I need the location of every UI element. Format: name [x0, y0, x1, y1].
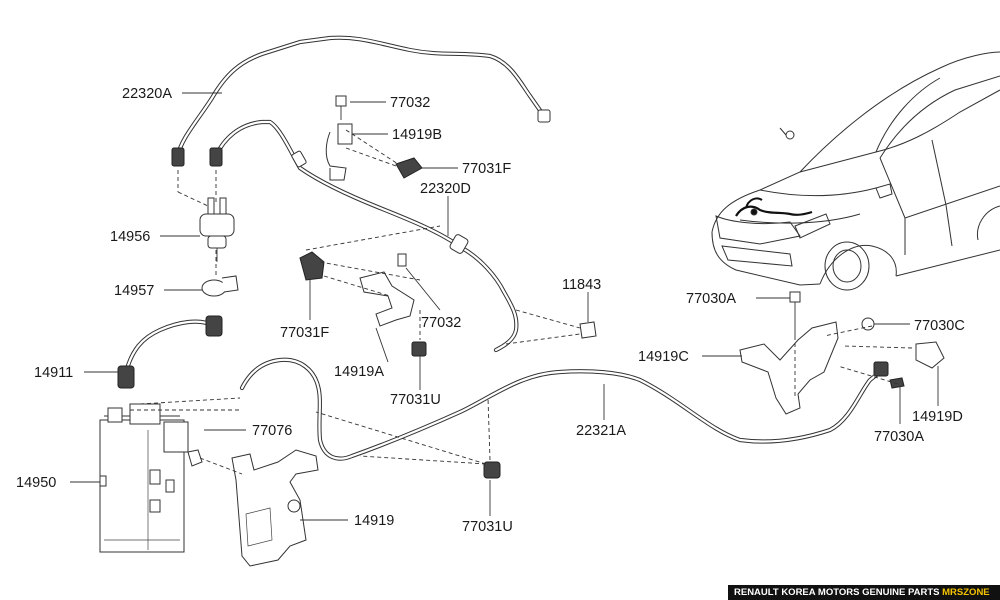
- watermark-text: RENAULT KOREA MOTORS GENUINE PARTS: [734, 587, 943, 598]
- label-14919D: 14919D: [912, 409, 963, 425]
- bracket-14919C-group: [739, 291, 945, 415]
- clip-11843: [579, 321, 597, 339]
- label-22320D: 22320D: [420, 181, 471, 197]
- label-77032-top: 77032: [390, 95, 430, 111]
- label-14950: 14950: [16, 475, 56, 491]
- label-77032-mid: 77032: [421, 315, 461, 331]
- canister-14950: [99, 403, 189, 553]
- leader-lines: [70, 92, 939, 521]
- label-14919C: 14919C: [638, 349, 689, 365]
- vehicle-illustration: [711, 51, 1000, 291]
- watermark-banner: RENAULT KOREA MOTORS GENUINE PARTS MRSZO…: [728, 585, 1000, 600]
- label-77030A-bottom: 77030A: [874, 429, 924, 445]
- bracket-14919: [231, 449, 319, 567]
- ring-14957: [201, 275, 239, 297]
- label-22320A: 22320A: [122, 86, 172, 102]
- label-14919B: 14919B: [392, 127, 442, 143]
- label-77031F-mid: 77031F: [280, 325, 329, 341]
- label-14919A: 14919A: [334, 364, 384, 380]
- hose-14911: [123, 319, 217, 375]
- label-77031U-mid: 77031U: [390, 392, 441, 408]
- part-number-labels: 22320A 77032 14919B 77031F 22320D 14956 …: [16, 86, 965, 535]
- label-14956: 14956: [110, 229, 150, 245]
- valve-14956: [199, 197, 235, 262]
- label-77076: 77076: [252, 423, 292, 439]
- clip-77076: [187, 449, 203, 467]
- label-14957: 14957: [114, 283, 154, 299]
- watermark-accent: MRSZONE: [942, 587, 990, 598]
- label-77031F-top: 77031F: [462, 161, 511, 177]
- hose-22320D: [213, 119, 519, 353]
- label-77031U-bottom: 77031U: [462, 519, 513, 535]
- assembly-guide-lines: [130, 129, 913, 475]
- bracket-14919B-group: [325, 95, 423, 181]
- label-77030C: 77030C: [914, 318, 965, 334]
- label-11843: 11843: [562, 277, 601, 293]
- hose-end-fittings: [171, 109, 551, 168]
- connector-14911: [117, 315, 223, 389]
- label-14911: 14911: [34, 365, 73, 381]
- label-14919: 14919: [354, 513, 394, 529]
- hose-22321A: [239, 357, 883, 461]
- label-77030A-top: 77030A: [686, 291, 736, 307]
- clip-77031U-bottom: [483, 461, 501, 479]
- hose-22320A: [175, 35, 547, 159]
- bracket-14919A-group: [299, 251, 427, 357]
- label-22321A: 22321A: [576, 423, 626, 439]
